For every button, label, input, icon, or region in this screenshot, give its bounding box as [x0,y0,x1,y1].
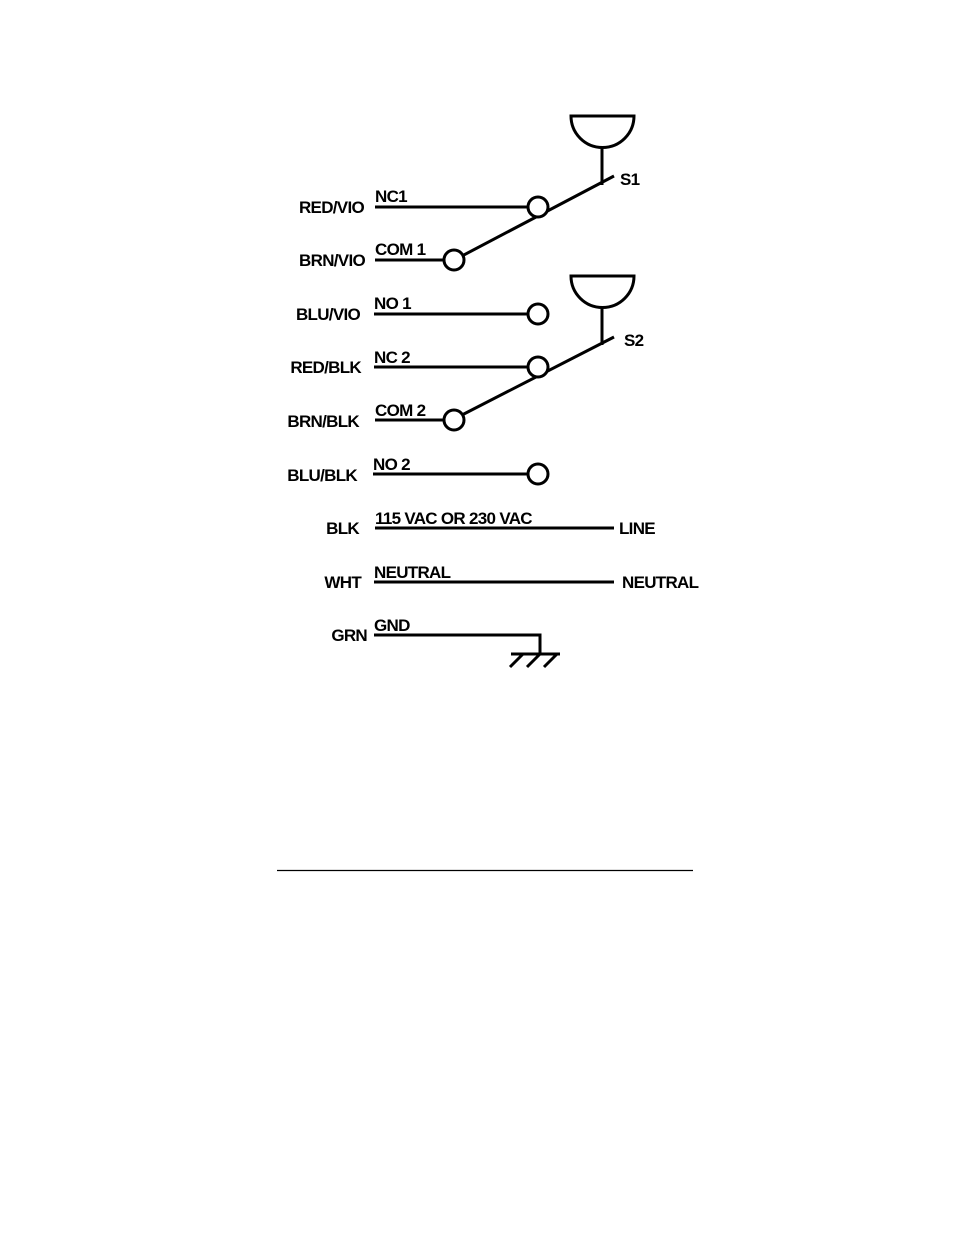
terminal-nc1 [528,197,548,217]
wire-brn-vio: BRN/VIO COM 1 [299,240,464,270]
wire-function-label: COM 1 [375,240,426,259]
terminal-no1 [528,304,548,324]
wire-color-label: BRN/BLK [287,412,360,431]
wire-grn: GRN GND [331,616,560,667]
terminal-nc2 [528,357,548,377]
wire-wht: WHT NEUTRAL NEUTRAL [324,563,698,592]
wire-color-label: BLU/BLK [287,466,358,485]
wire-function-label: GND [374,616,410,635]
wire-blk: BLK 115 VAC OR 230 VAC LINE [326,509,655,538]
wire-color-label: RED/VIO [299,198,364,217]
wire-function-label: 115 VAC OR 230 VAC [375,509,532,528]
wire-color-label: WHT [324,573,362,592]
terminal-com1 [444,250,464,270]
terminal-com2 [444,410,464,430]
wire-function-label: COM 2 [375,401,426,420]
wire-color-label: GRN [331,626,367,645]
wire-red-blk: RED/BLK NC 2 [290,348,548,377]
switch-s1: S1 [460,116,640,257]
wire-blu-blk: BLU/BLK NO 2 [287,455,548,485]
wire-blu-vio: BLU/VIO NO 1 [296,294,548,324]
wire-color-label: RED/BLK [290,358,362,377]
wire-function-label: NEUTRAL [374,563,451,582]
wire-destination-label: LINE [619,519,655,538]
wire-function-label: NC1 [375,187,407,206]
wire-line [374,635,540,654]
wire-color-label: BRN/VIO [299,251,365,270]
s2-label: S2 [624,331,644,350]
switch-s2: S2 [460,276,644,416]
s2-actuator-icon [571,276,634,308]
ground-icon [510,654,560,667]
wire-brn-blk: BRN/BLK COM 2 [287,401,464,431]
wire-color-label: BLK [326,519,360,538]
wire-color-label: BLU/VIO [296,305,361,324]
s1-actuator-icon [571,116,634,148]
wire-red-vio: RED/VIO NC1 [299,187,548,217]
wire-function-label: NC 2 [374,348,410,367]
wire-function-label: NO 2 [373,455,410,474]
s1-label: S1 [620,170,640,189]
wire-function-label: NO 1 [374,294,411,313]
terminal-no2 [528,464,548,484]
wire-destination-label: NEUTRAL [622,573,699,592]
